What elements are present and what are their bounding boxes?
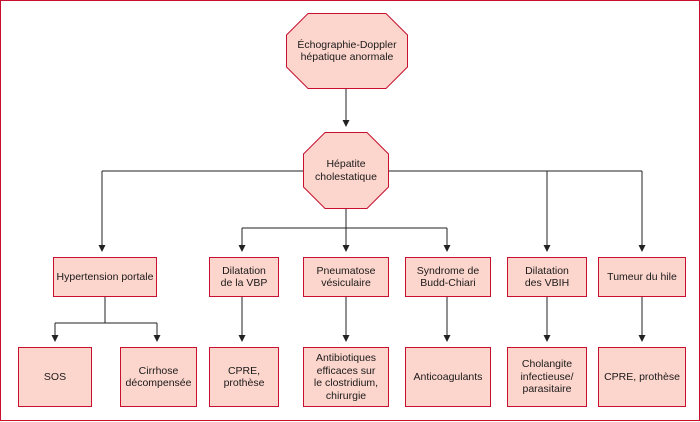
node-cpre-prothesis-2: CPRE, prothèse [598,347,686,407]
node-hilum-tumor: Tumeur du hile [598,257,686,297]
node-antibiotics: Antibiotiques efficaces sur le clostridi… [303,347,389,407]
node-cpre-prothesis-1: CPRE, prothèse [209,347,279,407]
node-cholangitis: Cholangite infectieuse/ parasitaire [507,347,587,407]
node-root: Échographie-Doppler hépatique anormale [286,13,408,89]
node-vbp-dilatation: Dilatation de la VBP [209,257,279,297]
node-sos: SOS [18,347,92,407]
node-pneumatosis: Pneumatose vésiculaire [303,257,389,297]
octagon-shape [286,13,408,89]
node-cholestatic-label: Hépatite cholestatique [315,158,377,183]
node-cholestatic: Hépatite cholestatique [303,132,389,209]
node-anticoagulants: Anticoagulants [405,347,491,407]
node-vbih-dilatation: Dilatation des VBIH [507,257,587,297]
node-cirrhosis: Cirrhose décompensée [120,347,197,407]
node-root-label: Échographie-Doppler hépatique anormale [297,38,397,64]
node-budd-chiari: Syndrome de Budd-Chiari [405,257,491,297]
node-portal-hypertension: Hypertension portale [53,257,157,297]
octagon-shape [303,132,389,209]
